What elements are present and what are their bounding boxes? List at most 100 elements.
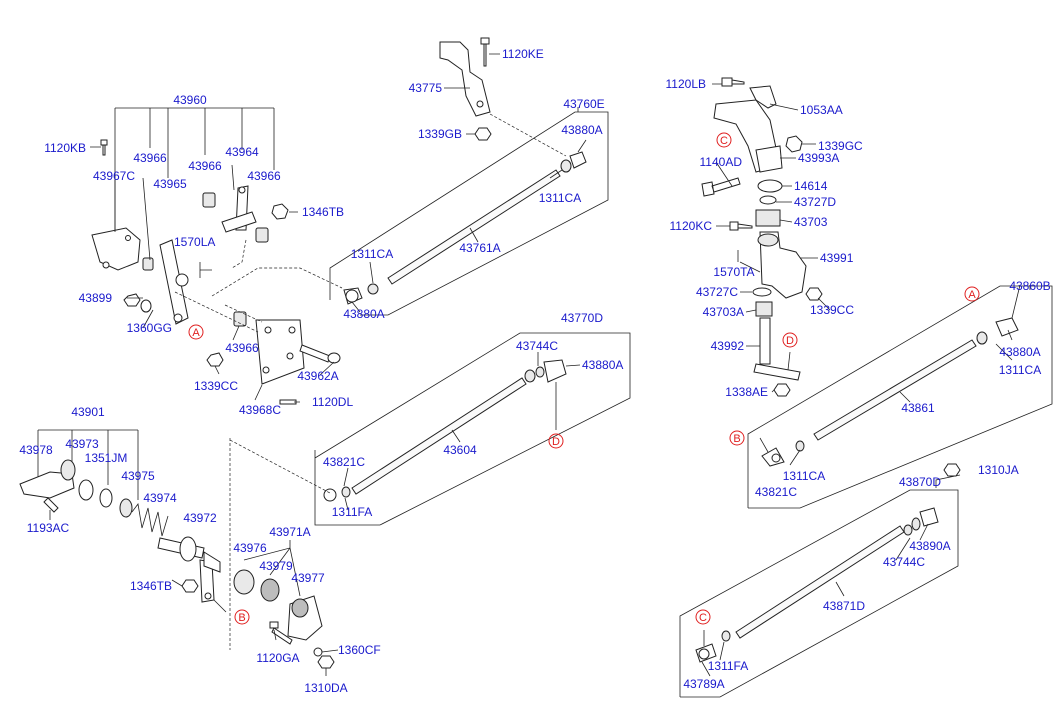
label-43871D: 43871D	[823, 599, 865, 613]
label-43861: 43861	[901, 401, 935, 415]
label-1193AC: 1193AC	[27, 521, 70, 535]
label-1310JA: 1310JA	[978, 463, 1019, 477]
label-1339GB: 1339GB	[418, 127, 462, 141]
label-1120LB: 1120LB	[666, 77, 706, 91]
ref-marker-c-top: C	[716, 132, 732, 148]
label-43978: 43978	[19, 443, 53, 457]
label-1311FA-b: 1311FA	[708, 659, 748, 673]
svg-text:C: C	[720, 135, 728, 147]
label-43966-a: 43966	[133, 151, 167, 165]
label-43880A-d: 43880A	[999, 345, 1040, 359]
label-43775: 43775	[409, 81, 443, 95]
label-1053AA: 1053AA	[800, 103, 843, 117]
label-1570TA: 1570TA	[713, 265, 754, 279]
label-14614: 14614	[794, 179, 828, 193]
rod-assembly-43760E	[329, 37, 609, 316]
rod-assembly-43870D	[679, 463, 961, 698]
label-43975: 43975	[121, 469, 155, 483]
label-1120DL: 1120DL	[312, 395, 353, 409]
label-1339GC: 1339GC	[818, 139, 863, 153]
svg-text:B: B	[733, 433, 740, 445]
label-1120GA: 1120GA	[256, 651, 299, 665]
label-43966-d: 43966	[225, 341, 259, 355]
svg-text:C: C	[699, 612, 707, 624]
label-43992: 43992	[711, 339, 745, 353]
label-43977: 43977	[291, 571, 325, 585]
label-43899: 43899	[79, 291, 113, 305]
part-labels: 43960 1120KB 43966 43966 43964 43966 439…	[19, 47, 1050, 695]
label-43964: 43964	[225, 145, 259, 159]
svg-text:D: D	[786, 335, 794, 347]
label-43962A: 43962A	[297, 369, 338, 383]
label-1311FA-a: 1311FA	[332, 505, 372, 519]
label-1360CF: 1360CF	[338, 643, 381, 657]
label-43727D: 43727D	[794, 195, 836, 209]
rod-assembly-43770D	[229, 332, 631, 526]
label-1120KE: 1120KE	[502, 47, 544, 61]
label-43744C-b: 43744C	[883, 555, 925, 569]
ref-marker-a-left: A	[188, 324, 204, 340]
label-1570LA: 1570LA	[174, 235, 215, 249]
label-43971A: 43971A	[269, 525, 310, 539]
label-1360GG: 1360GG	[127, 321, 172, 335]
label-43880A-b: 43880A	[343, 307, 384, 321]
label-43761A: 43761A	[459, 241, 500, 255]
label-43860B: 43860B	[1009, 279, 1050, 293]
label-43760E: 43760E	[563, 97, 604, 111]
label-1339CC-b: 1339CC	[810, 303, 854, 317]
label-43976: 43976	[233, 541, 267, 555]
label-43727C: 43727C	[696, 285, 738, 299]
label-43880A-a: 43880A	[561, 123, 602, 137]
label-43973: 43973	[65, 437, 99, 451]
label-43890A: 43890A	[909, 539, 950, 553]
ref-marker-b-right: B	[729, 430, 745, 446]
lever-assembly-43960	[90, 107, 343, 405]
ref-marker-d-center: D	[548, 433, 564, 449]
label-1346TB-b: 1346TB	[130, 579, 172, 593]
ref-marker-a-right: A	[964, 286, 980, 302]
label-43604: 43604	[443, 443, 477, 457]
ref-marker-b-left: B	[234, 609, 250, 625]
label-1311CA-d: 1311CA	[783, 469, 825, 483]
svg-text:D: D	[552, 436, 560, 448]
label-1311CA-c: 1311CA	[999, 363, 1041, 377]
label-1311CA-b: 1311CA	[351, 247, 393, 261]
label-43821C-a: 43821C	[323, 455, 365, 469]
label-1338AE: 1338AE	[725, 385, 768, 399]
label-1120KC: 1120KC	[670, 219, 713, 233]
label-1310DA: 1310DA	[304, 681, 347, 695]
label-43870D: 43870D	[899, 475, 941, 489]
svg-text:A: A	[192, 327, 200, 339]
label-43966-b: 43966	[188, 159, 222, 173]
label-43821C-b: 43821C	[755, 485, 797, 499]
label-43770D: 43770D	[561, 311, 603, 325]
label-1311CA-a: 1311CA	[539, 191, 581, 205]
ref-marker-d-right: D	[782, 332, 798, 348]
label-43966-c: 43966	[247, 169, 281, 183]
label-43968C: 43968C	[239, 403, 281, 417]
label-43744C-a: 43744C	[516, 339, 558, 353]
rod-assembly-43860B	[747, 284, 1053, 509]
shift-bracket-assembly	[701, 77, 831, 397]
label-43991: 43991	[820, 251, 854, 265]
label-1140AD: 1140AD	[700, 155, 743, 169]
label-43960: 43960	[173, 93, 207, 107]
label-43880A-c: 43880A	[582, 358, 623, 372]
reference-markers: A A B B C C D D	[188, 132, 980, 625]
shaft-assembly-43901	[19, 429, 339, 676]
label-43967C: 43967C	[93, 169, 135, 183]
ref-marker-c-bottom: C	[695, 609, 711, 625]
label-43965: 43965	[153, 177, 187, 191]
label-1351JM: 1351JM	[85, 451, 128, 465]
label-43972: 43972	[183, 511, 217, 525]
label-43901: 43901	[71, 405, 105, 419]
label-43974: 43974	[143, 491, 177, 505]
label-43789A: 43789A	[683, 677, 724, 691]
label-1346TB-a: 1346TB	[302, 205, 344, 219]
svg-text:A: A	[968, 289, 976, 301]
label-1339CC: 1339CC	[194, 379, 238, 393]
svg-text:B: B	[238, 612, 245, 624]
label-1120KB: 1120KB	[44, 141, 86, 155]
label-43993A: 43993A	[798, 151, 839, 165]
